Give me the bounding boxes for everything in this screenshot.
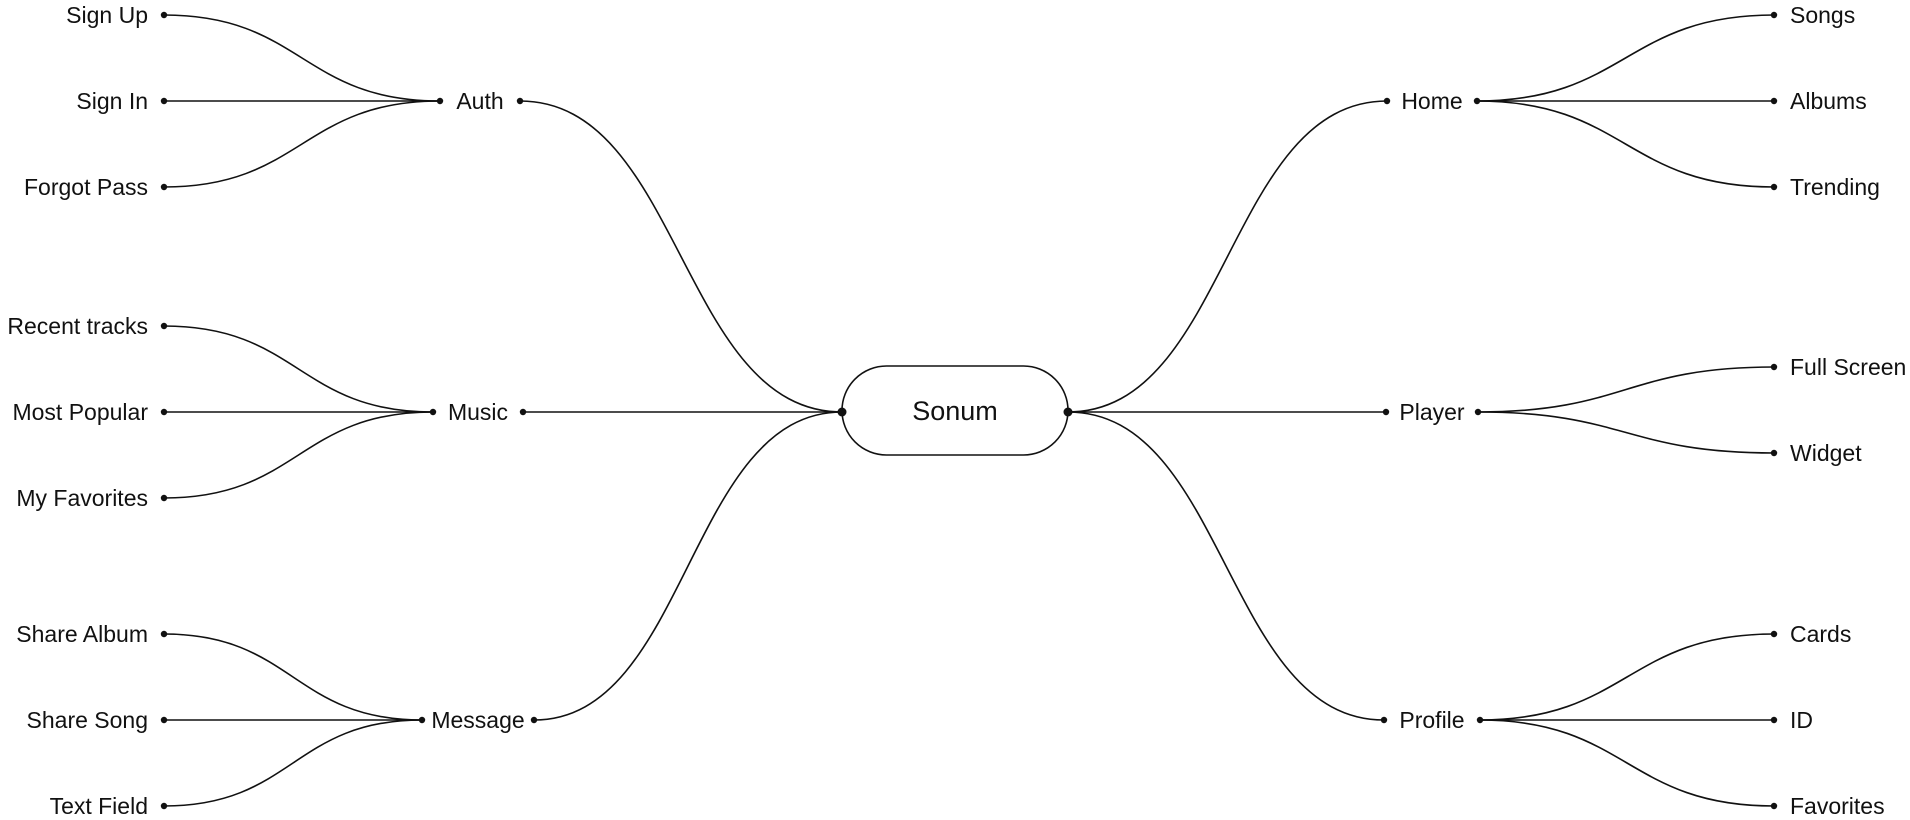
center-left-anchor <box>837 407 847 417</box>
branch-dot-r2-inner <box>1380 716 1388 724</box>
nodes: Sonum Auth Sign Up Sign In Forgot PassMusic… <box>7 2 1906 819</box>
edge-center-to-profile <box>1067 411 1385 721</box>
branch-dot-r2-outer <box>1476 716 1484 724</box>
leaf-node[interactable]: Full Screen <box>1790 354 1906 380</box>
leaf-dot-left-1-2 <box>160 494 168 502</box>
leaf-dot-left-0-2 <box>160 183 168 191</box>
branch-dot-r1-inner <box>1382 408 1390 416</box>
edge-profile-child-0 <box>1479 633 1775 721</box>
center-right-anchor <box>1063 407 1073 417</box>
branch-node-profile[interactable]: Profile <box>1399 707 1464 733</box>
leaf-dot-left-0-1 <box>160 97 168 105</box>
branch-dot-r1-outer <box>1474 408 1482 416</box>
leaf-node[interactable]: Sign Up <box>66 2 148 28</box>
leaf-dot-left-2-2 <box>160 802 168 810</box>
leaf-node[interactable]: Most Popular <box>12 399 148 425</box>
edge-center-to-home <box>1067 100 1388 413</box>
leaf-dot-left-0-0 <box>160 11 168 19</box>
leaf-node[interactable]: ID <box>1790 707 1813 733</box>
leaf-dot-left-2-1 <box>160 716 168 724</box>
branch-dot-2-outer <box>418 716 426 724</box>
edge-auth-child-0 <box>163 14 441 102</box>
branch-dot-0-outer <box>436 97 444 105</box>
edge-center-to-message <box>533 411 843 721</box>
leaf-dot-right-2-0 <box>1770 630 1778 638</box>
edge-center-to-auth <box>519 100 843 413</box>
leaf-node[interactable]: Albums <box>1790 88 1867 114</box>
branch-node-auth[interactable]: Auth <box>456 88 503 114</box>
leaf-node[interactable]: Songs <box>1790 2 1855 28</box>
leaf-dot-right-1-1 <box>1770 449 1778 457</box>
edge-player-child-0 <box>1477 366 1775 413</box>
leaf-node[interactable]: My Favorites <box>16 485 148 511</box>
leaf-node[interactable]: Recent tracks <box>7 313 148 339</box>
leaf-dot-left-1-1 <box>160 408 168 416</box>
branch-node-music[interactable]: Music <box>448 399 508 425</box>
edge-auth-child-2 <box>163 100 441 188</box>
leaf-node[interactable]: Share Album <box>16 621 148 647</box>
connector-lines <box>163 14 1775 807</box>
leaf-node[interactable]: Sign In <box>76 88 148 114</box>
leaf-node[interactable]: Favorites <box>1790 793 1885 819</box>
branch-node-message[interactable]: Message <box>431 707 524 733</box>
leaf-dot-right-0-2 <box>1770 183 1778 191</box>
edge-music-child-0 <box>163 325 434 413</box>
edge-message-child-0 <box>163 633 423 721</box>
leaf-dot-right-1-0 <box>1770 363 1778 371</box>
leaf-dot-left-2-0 <box>160 630 168 638</box>
leaf-node[interactable]: Trending <box>1790 174 1880 200</box>
leaf-dot-right-2-2 <box>1770 802 1778 810</box>
edge-message-child-2 <box>163 719 423 807</box>
edge-home-child-0 <box>1476 14 1775 102</box>
leaf-dot-right-2-1 <box>1770 716 1778 724</box>
branch-dot-r0-outer <box>1473 97 1481 105</box>
branch-node-player[interactable]: Player <box>1399 399 1465 425</box>
leaf-node[interactable]: Widget <box>1790 440 1862 466</box>
leaf-node[interactable]: Cards <box>1790 621 1851 647</box>
branch-node-home[interactable]: Home <box>1401 88 1462 114</box>
leaf-node[interactable]: Text Field <box>50 793 148 819</box>
branch-dot-1-outer <box>429 408 437 416</box>
leaf-dot-right-0-1 <box>1770 97 1778 105</box>
branch-dot-1-inner <box>519 408 527 416</box>
edge-player-child-1 <box>1477 411 1775 454</box>
center-node-label: Sonum <box>912 396 998 426</box>
edge-profile-child-2 <box>1479 719 1775 807</box>
leaf-dot-right-0-0 <box>1770 11 1778 19</box>
edge-home-child-2 <box>1476 100 1775 188</box>
branch-dot-0-inner <box>516 97 524 105</box>
branch-dot-r0-inner <box>1383 97 1391 105</box>
edge-music-child-2 <box>163 411 434 499</box>
leaf-node[interactable]: Forgot Pass <box>24 174 148 200</box>
branch-dot-2-inner <box>530 716 538 724</box>
leaf-node[interactable]: Share Song <box>27 707 148 733</box>
leaf-dot-left-1-0 <box>160 322 168 330</box>
